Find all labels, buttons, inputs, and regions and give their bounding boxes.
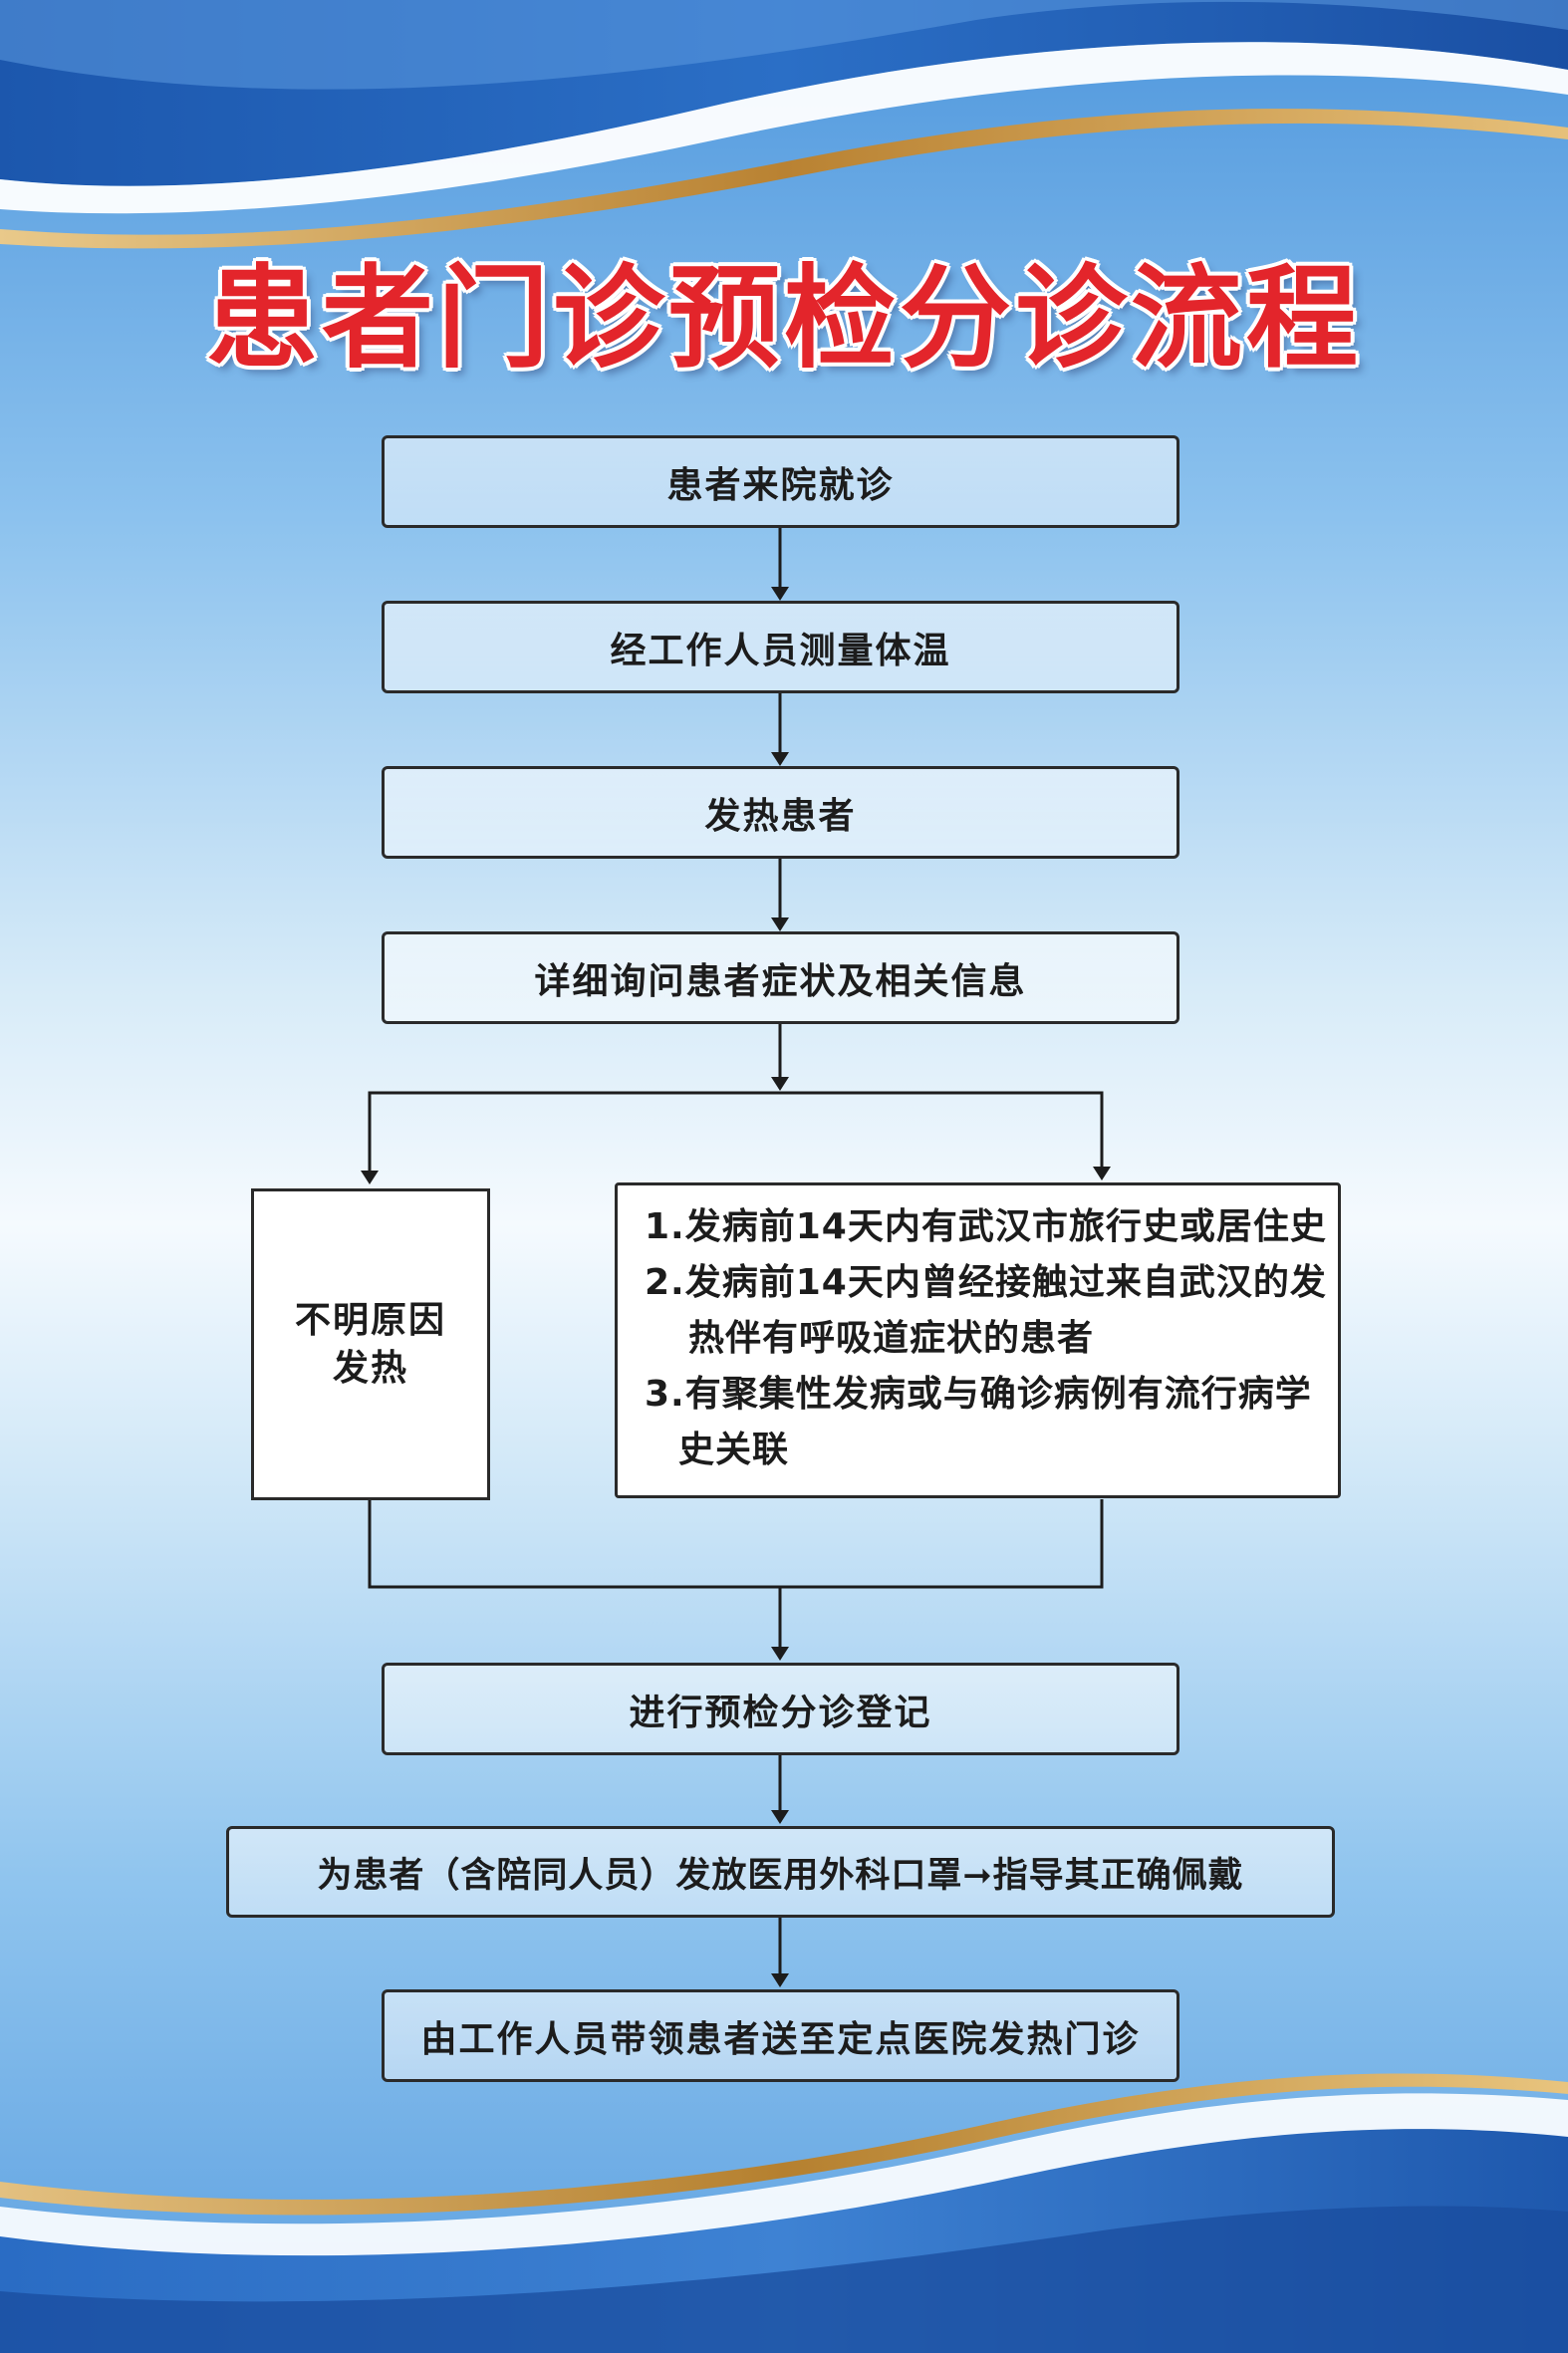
criteria-item-2-cont: 热伴有呼吸道症状的患者: [688, 1318, 1095, 1359]
arrowhead-icon: [771, 1077, 789, 1091]
criteria-item-1: 1.发病前14天内有武汉市旅行史或居住史: [645, 1206, 1327, 1247]
step-inquire-symptoms: 详细询问患者症状及相关信息: [382, 931, 1179, 1024]
branch-unknown-fever: 不明原因 发热: [251, 1188, 490, 1500]
arrowhead-icon: [771, 917, 789, 931]
step-escort-to-fever-clinic: 由工作人员带领患者送至定点医院发热门诊: [382, 1989, 1179, 2082]
arrowhead-icon: [771, 587, 789, 601]
arrowhead-icon: [771, 1810, 789, 1824]
step-distribute-masks: 为患者（含陪同人员）发放医用外科口罩➞指导其正确佩戴: [226, 1826, 1335, 1918]
step-triage-registration: 进行预检分诊登记: [382, 1663, 1179, 1755]
branch-label-line1: 不明原因: [294, 1299, 446, 1341]
arrowhead-icon: [771, 752, 789, 766]
criteria-item-3-cont: 史关联: [678, 1430, 790, 1470]
top-wave-decoration: [0, 0, 1568, 249]
criteria-item-2: 2.发病前14天内曾经接触过来自武汉的发: [645, 1262, 1327, 1303]
step-label: 患者来院就诊: [666, 464, 895, 506]
step-patient-arrives: 患者来院就诊: [382, 435, 1179, 528]
step-label: 进行预检分诊登记: [629, 1692, 932, 1733]
step-label: 为患者（含陪同人员）发放医用外科口罩➞指导其正确佩戴: [317, 1855, 1244, 1896]
criteria-list: 1.发病前14天内有武汉市旅行史或居住史 2.发病前14天内曾经接触过来自武汉的…: [645, 1199, 1327, 1478]
arrowhead-icon: [361, 1171, 379, 1184]
step-fever-patient: 发热患者: [382, 766, 1179, 859]
branch-label-line2: 发热: [332, 1347, 408, 1389]
step-label: 由工作人员带领患者送至定点医院发热门诊: [420, 2018, 1141, 2060]
step-measure-temperature: 经工作人员测量体温: [382, 601, 1179, 693]
step-label: 发热患者: [704, 795, 857, 837]
arrowhead-icon: [771, 1973, 789, 1987]
arrowhead-icon: [771, 1647, 789, 1661]
page-title: 患者门诊预检分诊流程: [206, 254, 1362, 384]
arrowhead-icon: [1093, 1167, 1111, 1180]
step-label: 经工作人员测量体温: [610, 630, 951, 671]
split-branch-line: [368, 1091, 1104, 1180]
criteria-item-3: 3.有聚集性发病或与确诊病例有流行病学: [645, 1374, 1312, 1415]
merge-branch-line: [368, 1499, 1104, 1589]
step-label: 详细询问患者症状及相关信息: [534, 960, 1027, 1002]
branch-epidemiology-criteria: [615, 1182, 1341, 1498]
